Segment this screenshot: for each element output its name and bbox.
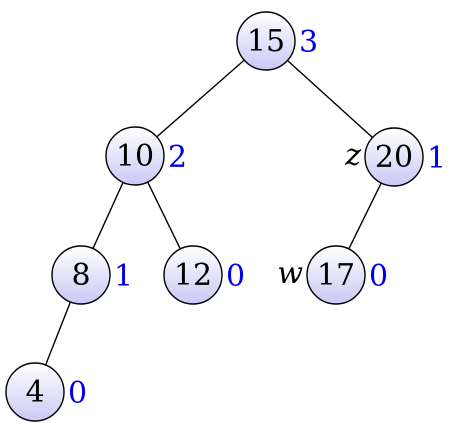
node-height: 1 — [427, 141, 446, 176]
node-height: 0 — [68, 376, 87, 411]
node-label: z — [344, 138, 361, 173]
node-height: 1 — [114, 259, 133, 294]
node-key: 17 — [317, 258, 355, 293]
node-key: 12 — [174, 258, 212, 293]
node-key: 8 — [71, 258, 90, 293]
edge-8-4 — [44, 301, 72, 366]
edge-10-8 — [92, 182, 124, 249]
node-key: 10 — [116, 139, 154, 174]
node-circle — [163, 245, 223, 305]
node-key: 15 — [247, 24, 285, 59]
edge-15-20 — [287, 59, 373, 139]
node-circle — [5, 362, 65, 422]
node-height: 0 — [369, 259, 388, 294]
edges-layer — [44, 59, 382, 366]
node-circle — [306, 245, 366, 305]
tree-node-15: 15 3 — [236, 11, 318, 71]
edge-10-12 — [147, 181, 181, 250]
node-key: 4 — [25, 375, 44, 410]
node-label: w — [277, 256, 303, 291]
node-circle — [364, 127, 424, 187]
node-circle — [51, 245, 111, 305]
tree-node-12: 12 0 — [163, 245, 245, 305]
node-key: 20 — [375, 140, 413, 175]
tree-node-17: 17 0 w — [277, 245, 388, 305]
node-circle — [105, 126, 165, 186]
edge-15-10 — [156, 59, 245, 138]
node-circle — [236, 11, 296, 71]
node-height: 3 — [299, 25, 318, 60]
node-height: 2 — [168, 140, 187, 175]
edge-20-17 — [348, 182, 382, 250]
node-height: 0 — [226, 259, 245, 294]
tree-node-10: 10 2 — [105, 126, 187, 186]
tree-node-20: 20 1 z — [344, 127, 446, 187]
